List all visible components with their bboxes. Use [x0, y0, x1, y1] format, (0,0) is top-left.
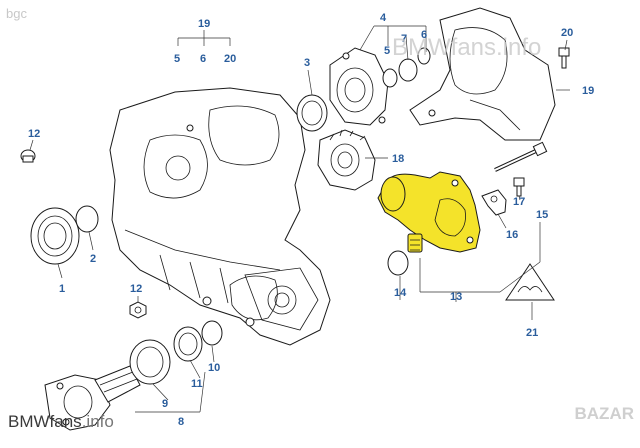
o-ring-10[interactable] [201, 320, 223, 346]
callout-13: 13 [450, 291, 462, 303]
warning-label-21[interactable] [505, 263, 555, 301]
callout-19: 19 [582, 85, 594, 97]
callout-labels: 19 5 6 20 4 5 7 6 3 20 19 18 12 1 2 12 1… [28, 12, 594, 428]
flange-housing-4[interactable] [329, 47, 389, 126]
o-ring-2[interactable] [75, 205, 99, 233]
bolt-15[interactable] [494, 141, 548, 172]
callout-21: 21 [526, 327, 538, 339]
callout-6: 6 [421, 29, 427, 41]
callout-11: 11 [191, 378, 203, 390]
callout-20-top: 20 [224, 53, 236, 65]
watermark-center: BMWfans.info [392, 34, 542, 61]
servomotor-13-highlighted[interactable] [377, 171, 481, 253]
output-flange-8[interactable] [44, 365, 141, 431]
callout-8: 8 [178, 416, 184, 428]
gear-actuator-18[interactable] [317, 129, 376, 191]
bolt-17[interactable] [513, 177, 525, 197]
callout-9: 9 [162, 398, 168, 410]
callout-3: 3 [304, 57, 310, 69]
callout-18: 18 [392, 153, 404, 165]
callout-5-top: 5 [174, 53, 180, 65]
transfer-case-housing[interactable] [109, 87, 331, 346]
callout-5: 5 [384, 45, 390, 57]
seal-ring-11[interactable] [173, 326, 203, 362]
callout-19-top: 19 [198, 18, 210, 30]
callout-10: 10 [208, 362, 220, 374]
callout-17: 17 [513, 196, 525, 208]
bearing-9[interactable] [129, 339, 171, 385]
callout-15: 15 [536, 209, 548, 221]
callout-20: 20 [561, 27, 573, 39]
o-ring-3[interactable] [296, 94, 328, 132]
callout-1: 1 [59, 283, 65, 295]
watermark-bottom-main: BMWfans [8, 412, 82, 431]
o-ring-5[interactable] [382, 68, 398, 88]
leader-lines [29, 25, 570, 413]
callout-12: 12 [28, 128, 40, 140]
circlip-6[interactable] [417, 47, 431, 65]
cover-19[interactable] [409, 7, 556, 141]
callout-12-lower: 12 [130, 283, 142, 295]
watermark-bottom-suffix: .info [81, 412, 114, 431]
callout-14: 14 [394, 287, 407, 299]
watermark-bottom-right: BAZAR [574, 404, 635, 423]
watermark-top-left: bgc [6, 6, 27, 21]
shaft-seal-1[interactable] [30, 207, 80, 265]
screw-plug-12-lower[interactable] [129, 301, 147, 319]
seal-7[interactable] [398, 58, 418, 82]
bolt-20[interactable] [558, 47, 570, 69]
callout-7: 7 [401, 33, 407, 45]
screw-plug-12[interactable] [20, 149, 36, 163]
callout-2: 2 [90, 253, 96, 265]
bracket-16[interactable] [481, 189, 507, 216]
watermark-bottom-left: BMWfans.info [8, 412, 114, 432]
o-ring-14[interactable] [387, 250, 409, 276]
callout-6-top: 6 [200, 53, 206, 65]
callout-16: 16 [506, 229, 518, 241]
callout-4: 4 [380, 12, 387, 24]
